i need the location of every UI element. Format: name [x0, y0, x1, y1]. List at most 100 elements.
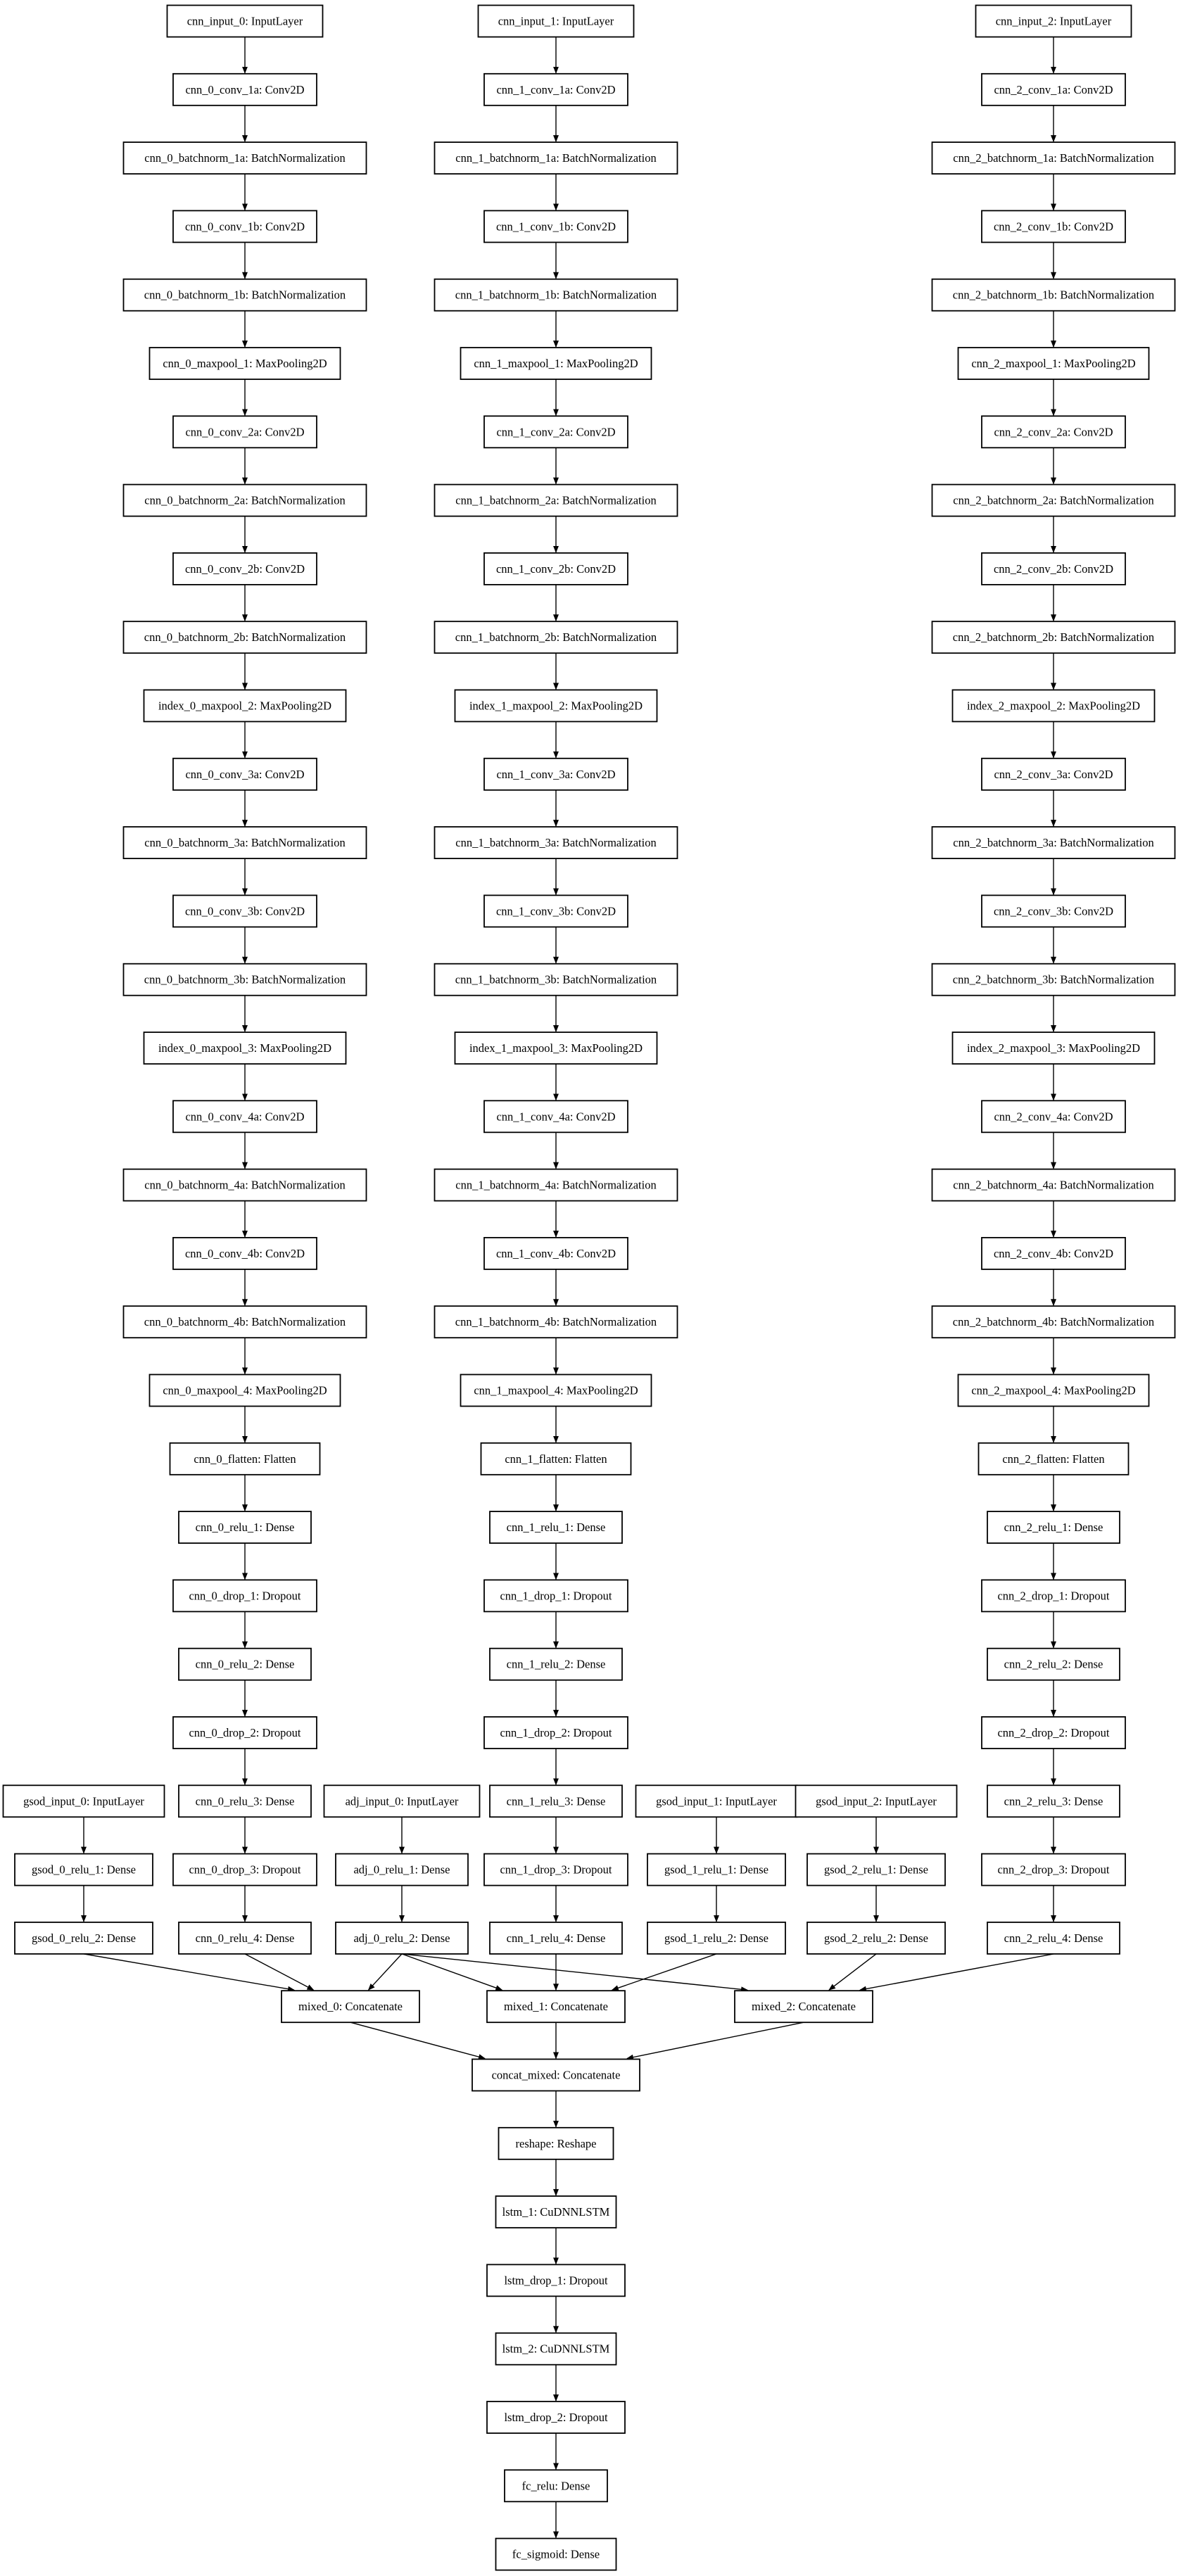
node-label: gsod_2_relu_1: Dense: [824, 1863, 928, 1877]
node-box: [498, 2126, 614, 2160]
layer-node-cnn-0-batchnorm-1b: cnn_0_batchnorm_1b: BatchNormalization: [122, 278, 367, 312]
node-label: cnn_1_batchnorm_3a: BatchNormalization: [455, 836, 656, 849]
node-box: [957, 347, 1150, 380]
node-box: [987, 1784, 1120, 1818]
node-box: [143, 1032, 347, 1065]
node-box: [931, 278, 1176, 312]
node-box: [172, 1237, 317, 1270]
node-label: cnn_1_maxpool_4: MaxPooling2D: [474, 1384, 638, 1397]
node-label: cnn_1_conv_4a: Conv2D: [496, 1110, 615, 1123]
node-label: cnn_0_batchnorm_1a: BatchNormalization: [144, 151, 345, 165]
node-label: mixed_2: Concatenate: [752, 2000, 856, 2013]
layer-node-cnn-0-batchnorm-3b: cnn_0_batchnorm_3b: BatchNormalization: [122, 963, 367, 996]
layer-node-lstm-drop-1: lstm_drop_1: Dropout: [486, 2264, 626, 2297]
node-label: fc_relu: Dense: [522, 2479, 590, 2492]
node-box: [172, 72, 317, 106]
layer-node-index-0-maxpool-3: index_0_maxpool_3: MaxPooling2D: [143, 1032, 347, 1065]
node-box: [483, 1579, 628, 1613]
node-box: [169, 1442, 321, 1476]
layer-node-cnn-1-conv-1b: cnn_1_conv_1b: Conv2D: [483, 210, 628, 243]
layer-node-cnn-0-conv-1b: cnn_0_conv_1b: Conv2D: [172, 210, 317, 243]
node-box: [14, 1921, 153, 1955]
node-box: [931, 1168, 1176, 1202]
layer-node-gsod-1-relu-2: gsod_1_relu_2: Dense: [647, 1921, 786, 1955]
node-label: cnn_0_drop_2: Dropout: [189, 1726, 301, 1739]
layer-node-cnn-1-maxpool-4: cnn_1_maxpool_4: MaxPooling2D: [460, 1373, 652, 1407]
node-label: cnn_1_batchnorm_3b: BatchNormalization: [455, 973, 657, 986]
node-box: [281, 1990, 420, 2024]
layer-node-cnn-2-conv-1b: cnn_2_conv_1b: Conv2D: [981, 210, 1126, 243]
node-box: [178, 1647, 312, 1681]
layer-node-cnn-0-batchnorm-2a: cnn_0_batchnorm_2a: BatchNormalization: [122, 483, 367, 517]
layer-node-cnn-1-batchnorm-4a: cnn_1_batchnorm_4a: BatchNormalization: [434, 1168, 678, 1202]
node-label: cnn_2_relu_2: Dense: [1004, 1658, 1103, 1671]
layer-node-lstm-drop-2: lstm_drop_2: Dropout: [486, 2401, 626, 2434]
layer-node-index-2-maxpool-2: index_2_maxpool_2: MaxPooling2D: [951, 689, 1156, 723]
node-box: [483, 552, 628, 585]
node-box: [178, 1511, 312, 1544]
edge-arrow: [244, 1953, 315, 1991]
node-label: cnn_1_relu_1: Dense: [507, 1521, 606, 1534]
layer-node-cnn-2-relu-3: cnn_2_relu_3: Dense: [987, 1784, 1120, 1818]
edges-layer: [81, 37, 1056, 2539]
node-label: cnn_2_relu_1: Dense: [1004, 1521, 1103, 1534]
node-label: cnn_1_drop_1: Dropout: [500, 1589, 612, 1602]
node-box: [981, 1579, 1126, 1613]
node-label: cnn_2_batchnorm_4a: BatchNormalization: [953, 1179, 1153, 1192]
layer-node-index-0-maxpool-2: index_0_maxpool_2: MaxPooling2D: [143, 689, 347, 723]
layer-node-cnn-0-drop-3: cnn_0_drop_3: Dropout: [172, 1853, 317, 1886]
node-box: [434, 826, 678, 859]
layer-node-gsod-input-1: gsod_input_1: InputLayer: [635, 1784, 798, 1818]
node-label: gsod_0_relu_2: Dense: [32, 1931, 136, 1945]
node-label: gsod_1_relu_2: Dense: [664, 1931, 768, 1945]
layer-node-cnn-2-conv-4a: cnn_2_conv_4a: Conv2D: [981, 1100, 1126, 1134]
layer-node-mixed-0: mixed_0: Concatenate: [281, 1990, 420, 2024]
node-label: index_2_maxpool_3: MaxPooling2D: [967, 1041, 1140, 1055]
node-label: cnn_1_batchnorm_2a: BatchNormalization: [455, 494, 656, 507]
edge-arrow: [401, 1953, 748, 1993]
layer-node-cnn-1-conv-4a: cnn_1_conv_4a: Conv2D: [483, 1100, 628, 1134]
layer-node-index-1-maxpool-3: index_1_maxpool_3: MaxPooling2D: [454, 1032, 658, 1065]
node-box: [166, 4, 324, 38]
node-label: cnn_0_batchnorm_3b: BatchNormalization: [144, 973, 346, 986]
node-box: [483, 72, 628, 106]
node-label: cnn_1_conv_1a: Conv2D: [496, 83, 615, 96]
node-label: adj_0_relu_2: Dense: [353, 1931, 450, 1945]
node-label: cnn_input_1: InputLayer: [498, 15, 614, 28]
node-label: cnn_2_batchnorm_2b: BatchNormalization: [953, 630, 1154, 644]
node-label: cnn_0_batchnorm_2b: BatchNormalization: [144, 630, 346, 644]
node-label: index_2_maxpool_2: MaxPooling2D: [967, 699, 1140, 713]
node-box: [489, 1921, 623, 1955]
node-box: [981, 552, 1126, 585]
node-label: cnn_0_batchnorm_4b: BatchNormalization: [144, 1315, 346, 1328]
node-box: [434, 278, 678, 312]
layer-node-index-2-maxpool-3: index_2_maxpool_3: MaxPooling2D: [951, 1032, 1156, 1065]
node-label: cnn_1_conv_2b: Conv2D: [496, 562, 616, 576]
node-label: mixed_1: Concatenate: [504, 2000, 608, 2013]
node-box: [483, 894, 628, 928]
layer-node-cnn-1-conv-2b: cnn_1_conv_2b: Conv2D: [483, 552, 628, 585]
node-label: cnn_2_batchnorm_3b: BatchNormalization: [953, 973, 1154, 986]
layer-node-gsod-input-2: gsod_input_2: InputLayer: [795, 1784, 958, 1818]
layer-node-fc-sigmoid: fc_sigmoid: Dense: [495, 2537, 617, 2571]
node-box: [172, 757, 317, 791]
node-label: cnn_0_conv_3b: Conv2D: [185, 904, 305, 918]
layer-node-cnn-1-batchnorm-1b: cnn_1_batchnorm_1b: BatchNormalization: [434, 278, 678, 312]
node-label: cnn_0_drop_3: Dropout: [189, 1863, 301, 1877]
node-label: cnn_1_batchnorm_1b: BatchNormalization: [455, 288, 657, 302]
node-box: [483, 1237, 628, 1270]
node-box: [647, 1853, 786, 1886]
node-label: cnn_2_relu_3: Dense: [1004, 1794, 1103, 1808]
node-box: [454, 1032, 658, 1065]
edge-arrow: [83, 1953, 295, 1992]
node-box: [122, 1305, 367, 1339]
layer-node-gsod-2-relu-1: gsod_2_relu_1: Dense: [806, 1853, 946, 1886]
node-box: [172, 894, 317, 928]
node-label: cnn_1_drop_3: Dropout: [500, 1863, 612, 1877]
layer-node-cnn-2-batchnorm-2b: cnn_2_batchnorm_2b: BatchNormalization: [931, 621, 1176, 654]
node-label: cnn_1_batchnorm_2b: BatchNormalization: [455, 630, 657, 644]
node-label: cnn_0_relu_4: Dense: [196, 1931, 295, 1945]
node-label: cnn_input_0: InputLayer: [187, 15, 303, 28]
layer-node-cnn-1-drop-2: cnn_1_drop_2: Dropout: [483, 1716, 628, 1749]
